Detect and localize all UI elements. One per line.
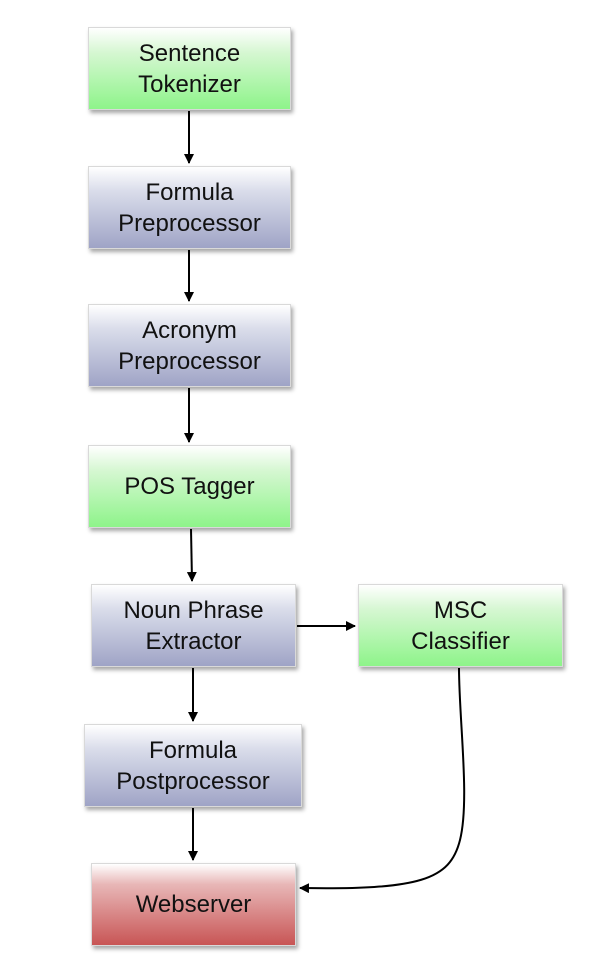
- node-label-line: Preprocessor: [118, 347, 261, 375]
- node-pos-tagger: POS Tagger: [88, 445, 291, 528]
- node-noun-phrase-extractor: Noun Phrase Extractor: [91, 584, 296, 667]
- node-label-line: Postprocessor: [116, 767, 270, 795]
- node-formula-preprocessor: Formula Preprocessor: [88, 166, 291, 249]
- node-label-line: Acronym: [142, 316, 237, 344]
- node-label-line: Classifier: [411, 627, 510, 655]
- arrow-msc-to-web: [299, 667, 466, 894]
- node-label-line: Formula: [145, 178, 234, 206]
- node-label-line: Noun Phrase: [123, 596, 264, 624]
- node-label-line: MSC: [433, 596, 488, 624]
- node-formula-postprocessor: Formula Postprocessor: [84, 724, 302, 807]
- node-label-line: Formula: [148, 736, 238, 764]
- node-label-line: POS Tagger: [124, 473, 255, 500]
- node-label-line: Sentence: [138, 39, 241, 67]
- node-acronym-preprocessor: Acronym Preprocessor: [88, 304, 291, 387]
- arrow-pos-to-noun: [186, 528, 197, 582]
- node-sentence-tokenizer: Sentence Tokenizer: [88, 27, 291, 110]
- node-webserver: Webserver: [91, 863, 296, 946]
- node-msc-classifier: MSC Classifier: [358, 584, 563, 667]
- node-label-line: Tokenizer: [138, 70, 241, 98]
- node-label-line: Preprocessor: [118, 209, 261, 237]
- node-label-line: Extractor: [145, 627, 242, 655]
- node-label-line: Webserver: [135, 891, 252, 918]
